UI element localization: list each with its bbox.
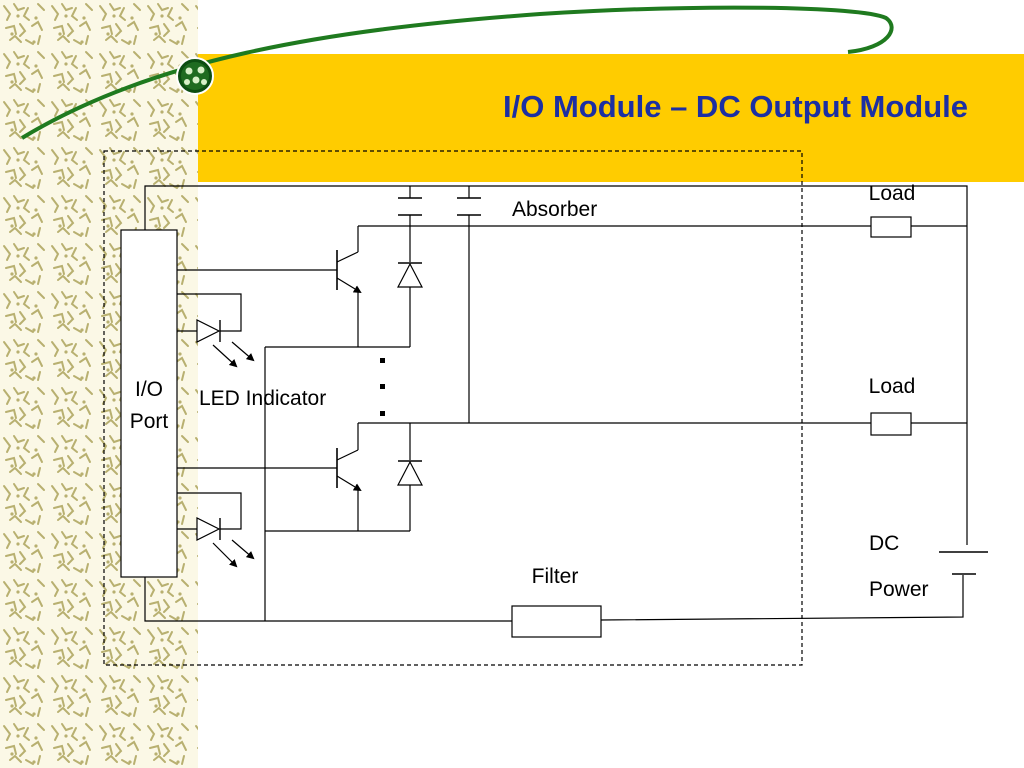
dc-label: DC bbox=[869, 532, 899, 555]
led-lower bbox=[196, 517, 255, 568]
globe-node-icon bbox=[176, 57, 214, 95]
transistor-lower bbox=[336, 448, 362, 492]
module-boundary bbox=[103, 150, 803, 666]
load-resistor-top bbox=[870, 216, 912, 238]
continuation-dots bbox=[380, 358, 385, 416]
slide-title: I/O Module – DC Output Module bbox=[503, 89, 968, 124]
filter-resistor bbox=[511, 605, 602, 638]
led-upper bbox=[196, 319, 255, 368]
header-band bbox=[198, 54, 1024, 182]
absorber-capacitor-2 bbox=[457, 197, 481, 216]
io-port-block bbox=[120, 229, 178, 578]
transistor-upper bbox=[336, 250, 362, 294]
power-label: Power bbox=[869, 578, 929, 601]
load-resistor-bottom bbox=[870, 412, 912, 436]
filter-label: Filter bbox=[532, 565, 579, 588]
diode-lower bbox=[397, 460, 423, 486]
led-indicator-label: LED Indicator bbox=[199, 387, 326, 410]
diode-upper bbox=[397, 262, 423, 288]
load-label-bottom: Load bbox=[869, 375, 916, 398]
dc-power-source bbox=[939, 551, 988, 575]
io-port-label-line2: Port bbox=[130, 410, 169, 433]
absorber-capacitor-1 bbox=[398, 197, 422, 216]
circuit-wiring bbox=[144, 185, 968, 622]
load-label-top: Load bbox=[869, 182, 916, 205]
absorber-label: Absorber bbox=[512, 198, 597, 221]
io-port-label-line1: I/O bbox=[135, 378, 163, 401]
